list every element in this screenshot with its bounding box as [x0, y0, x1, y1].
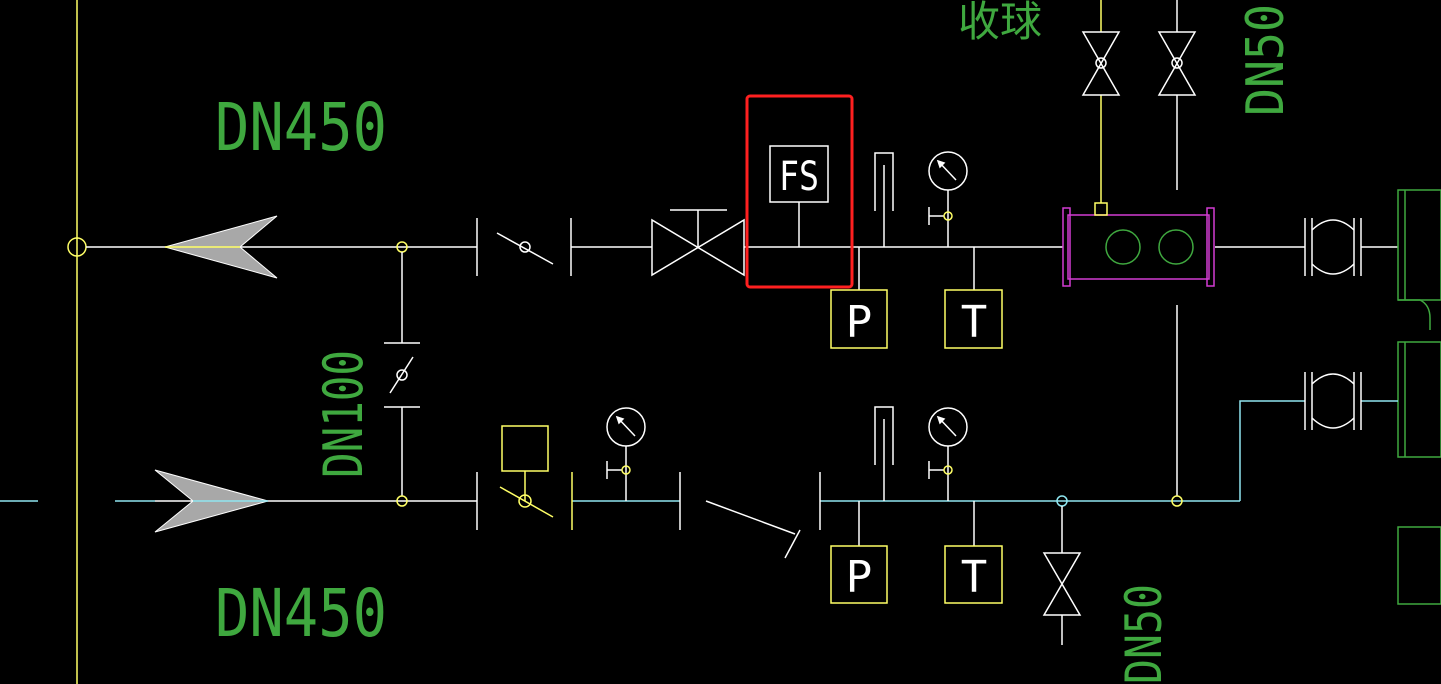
- drain-valve-icon: [1042, 506, 1082, 645]
- pressure-gauge-bottom-right-icon: [928, 407, 968, 501]
- label-chinese-top: 收球: [958, 0, 1042, 46]
- t-box-bottom: [944, 545, 1003, 604]
- thermowell-bottom-icon: [874, 406, 894, 501]
- collector-ball-2: [1158, 229, 1194, 265]
- pressure-gauge-icon: [928, 151, 968, 247]
- label-dn100: DN100: [312, 350, 375, 478]
- t-label-top: T: [961, 297, 988, 348]
- p-label-top: P: [846, 297, 873, 348]
- junction-node-collector: [1171, 495, 1183, 507]
- motorized-butterfly-valve-icon: [476, 425, 573, 530]
- bottom-pipe-riser: [1239, 400, 1305, 501]
- label-dn450-bottom: DN450: [215, 575, 387, 652]
- gate-valve-icon: [651, 209, 745, 277]
- t-box-top: [944, 289, 1003, 349]
- vent-valve-2-icon: [1157, 0, 1197, 190]
- label-dn50-right: DN50: [1236, 4, 1296, 116]
- pressure-gauge-bottom-left-icon: [606, 407, 646, 501]
- t-label-bottom: T: [961, 552, 988, 603]
- p-label-bottom: P: [846, 552, 873, 603]
- flow-switch-fs[interactable]: FS: [769, 145, 829, 247]
- bypass-line: [384, 252, 420, 496]
- p-box-top: [830, 289, 888, 349]
- flexible-joint-top-icon: [1304, 218, 1362, 276]
- collector-flange-right: [1206, 207, 1215, 287]
- junction-node-bottom: [396, 495, 408, 507]
- label-dn50-bottom: DN50: [1115, 584, 1173, 684]
- thermowell-top-icon: [874, 152, 894, 247]
- label-dn450-top: DN450: [215, 89, 387, 166]
- pump-outline-right: [1397, 189, 1441, 605]
- vent-valve-1-icon: [1081, 31, 1121, 96]
- butterfly-valve-icon: [476, 218, 572, 276]
- collector-flange-left: [1062, 207, 1071, 287]
- flexible-joint-bottom-icon: [1304, 372, 1362, 430]
- check-valve-icon: [679, 472, 821, 559]
- p-box-bottom: [830, 545, 888, 604]
- fs-label: FS: [779, 154, 819, 200]
- highlight-box: [745, 94, 854, 289]
- ball-collector-equipment[interactable]: [1062, 202, 1215, 287]
- collector-body: [1067, 214, 1210, 280]
- collector-ball-1: [1105, 229, 1141, 265]
